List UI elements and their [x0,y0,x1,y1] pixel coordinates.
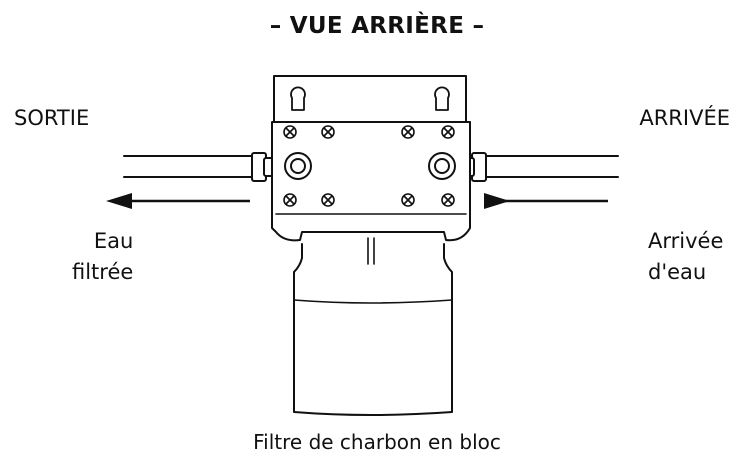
outlet-label: SORTIE [14,106,90,130]
outlet-description-line2: filtrée [72,260,134,284]
screw-top-left [283,125,297,139]
screw-top-mid-right [401,125,415,139]
inlet-label: ARRIVÉE [639,106,730,130]
outlet-description: Eau filtrée [72,226,133,288]
screw-bottom-left [283,193,297,207]
carbon-block-filter [293,237,453,416]
screw-top-mid-left [321,125,335,139]
inlet-description-line1: Arrivée [648,229,724,253]
keyhole-slot-left [290,86,306,111]
outlet-description-line1: Eau [93,229,134,253]
inlet-description: Arrivée d'eau [648,226,723,288]
screw-bottom-right [441,193,455,207]
keyhole-slot-right [434,86,450,111]
outlet-port [284,152,312,180]
screw-bottom-mid-right [401,193,415,207]
diagram-title: – VUE ARRIÈRE – [269,13,485,39]
outlet-flow-arrow [106,193,250,209]
inlet-description-line2: d'eau [648,260,707,284]
outlet-pipe [123,152,279,182]
filter-head [271,121,471,242]
inlet-pipe [459,152,619,182]
screw-bottom-mid-left [321,193,335,207]
screw-top-right [441,125,455,139]
inlet-flow-arrow [484,193,608,209]
inlet-port [428,152,456,180]
filter-caption: Filtre de charbon en bloc [253,430,501,454]
mounting-bracket [273,75,467,123]
